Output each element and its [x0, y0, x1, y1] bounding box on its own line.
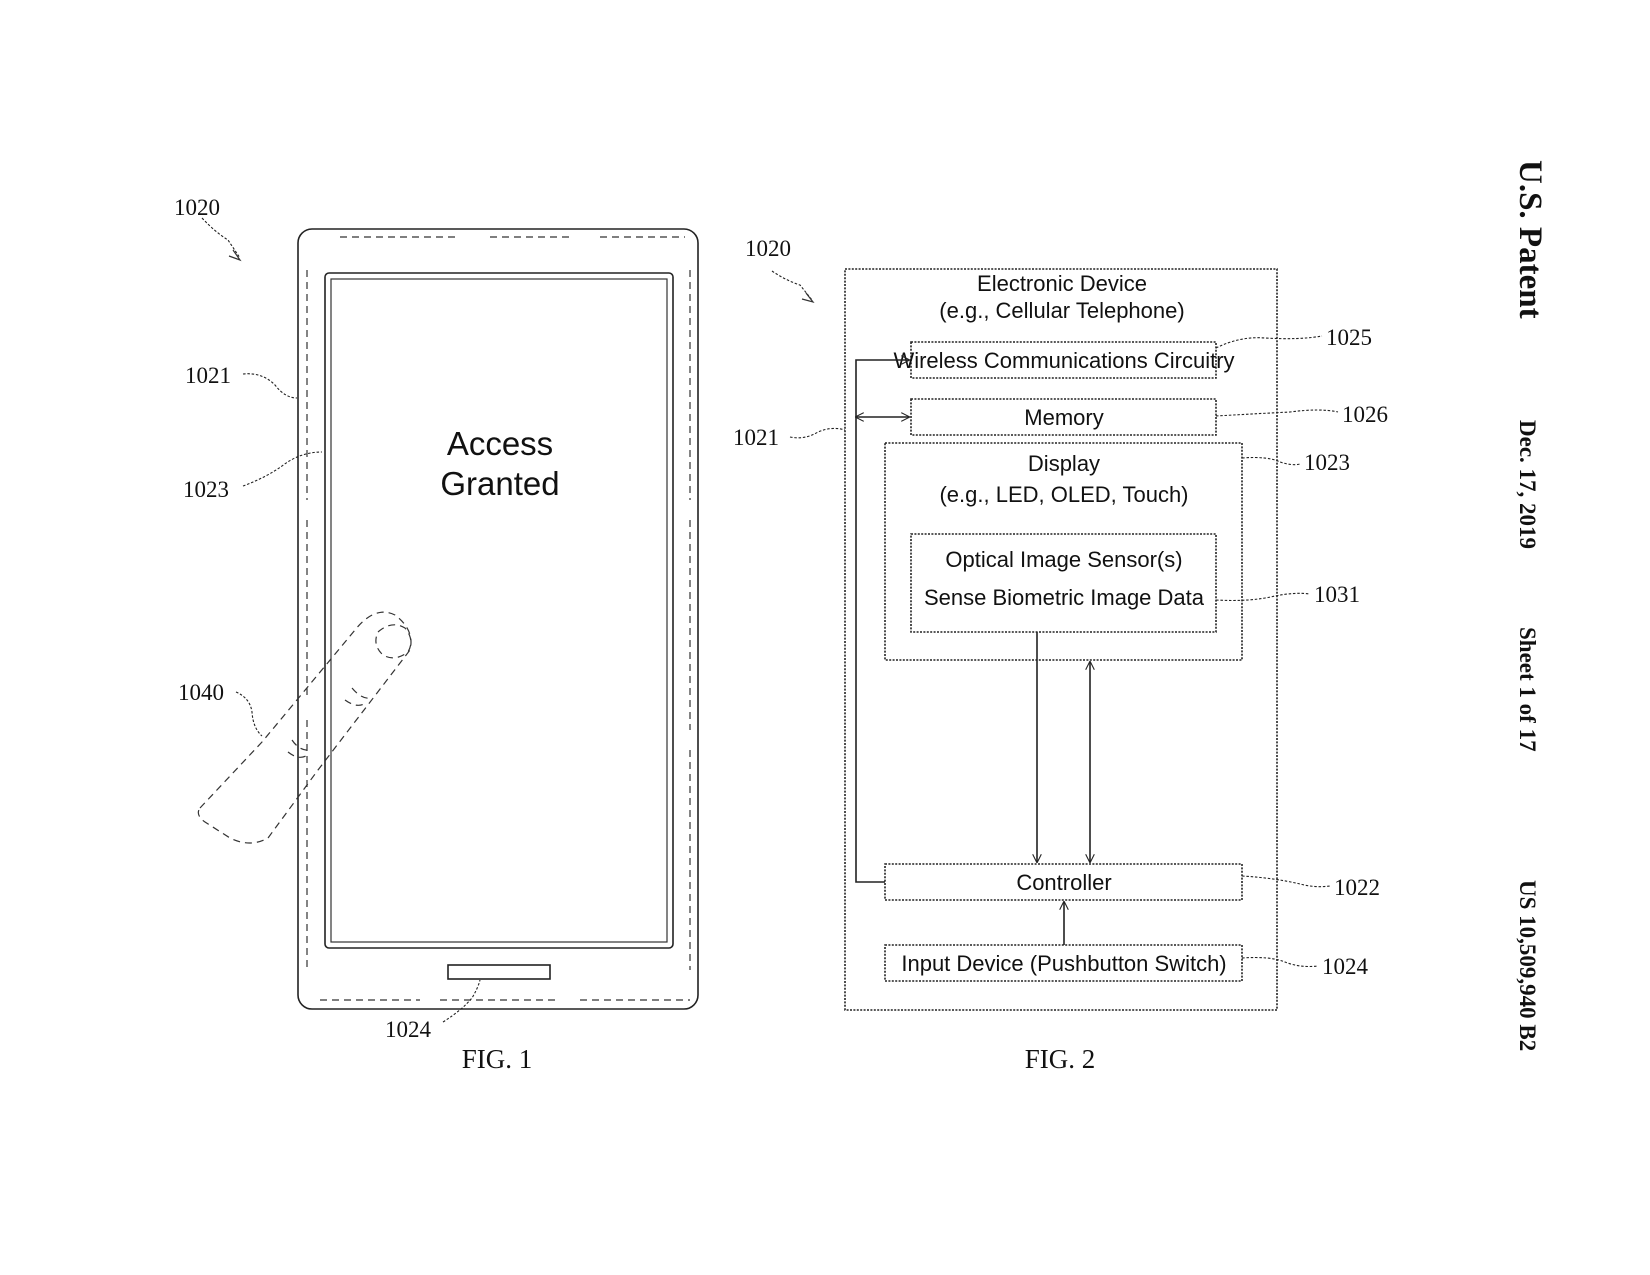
- fig2-ref-1020: 1020: [745, 236, 791, 261]
- phone-display-outer: [324, 272, 674, 949]
- wireless-box: [910, 341, 1217, 379]
- screen-text-access: Access: [447, 425, 553, 462]
- fig1-ref-1021: 1021: [185, 363, 231, 388]
- header-title: U.S. Patent: [1512, 160, 1548, 319]
- fig2-ref-1031: 1031: [1314, 582, 1360, 607]
- fig1-ref-1020: 1020: [174, 195, 220, 220]
- figure-1: Access Granted 1020 1021 1023 1040 1024 …: [174, 195, 699, 1074]
- fig2-ref-1025: 1025: [1326, 325, 1372, 350]
- fig2-ref-1024: 1024: [1322, 954, 1369, 979]
- screen-text-granted: Granted: [440, 465, 559, 502]
- sensor-sublabel: Sense Biometric Image Data: [924, 585, 1205, 610]
- phone-housing: [297, 228, 699, 1010]
- phone-home-button: [447, 964, 551, 980]
- fig1-ref-1024: 1024: [385, 1017, 432, 1042]
- fig2-ref-1026: 1026: [1342, 402, 1388, 427]
- header-date: Dec. 17, 2019: [1515, 420, 1540, 549]
- header-sheet: Sheet 1 of 17: [1515, 627, 1540, 752]
- fig2-ref-1021: 1021: [733, 425, 779, 450]
- header-patent-number: US 10,509,940 B2: [1515, 880, 1540, 1051]
- wireless-label: Wireless Communications Circuitry: [893, 348, 1234, 373]
- sensor-box: [910, 533, 1217, 633]
- device-title: Electronic Device: [977, 271, 1147, 296]
- finger-illustration: [197, 611, 412, 844]
- fig2-ref-1022: 1022: [1334, 875, 1380, 900]
- display-sublabel: (e.g., LED, OLED, Touch): [939, 482, 1188, 507]
- fig1-ref-1023: 1023: [183, 477, 229, 502]
- fig1-ref-1040: 1040: [178, 680, 224, 705]
- display-box: [884, 442, 1243, 661]
- display-label: Display: [1028, 451, 1100, 476]
- input-device-label: Input Device (Pushbutton Switch): [901, 951, 1226, 976]
- memory-box: [910, 398, 1217, 436]
- controller-label: Controller: [1016, 870, 1111, 895]
- phone-display: [330, 278, 668, 943]
- sheet-header: U.S. Patent Dec. 17, 2019 Sheet 1 of 17 …: [1512, 160, 1548, 1051]
- memory-label: Memory: [1024, 405, 1103, 430]
- fig2-caption: FIG. 2: [1025, 1044, 1096, 1074]
- device-subtitle: (e.g., Cellular Telephone): [939, 298, 1184, 323]
- device-box: [844, 268, 1278, 1011]
- controller-box: [884, 863, 1243, 901]
- fig1-caption: FIG. 1: [462, 1044, 533, 1074]
- figure-2: Electronic Device (e.g., Cellular Teleph…: [733, 236, 1388, 1074]
- fig2-ref-1023: 1023: [1304, 450, 1350, 475]
- sensor-label: Optical Image Sensor(s): [945, 547, 1182, 572]
